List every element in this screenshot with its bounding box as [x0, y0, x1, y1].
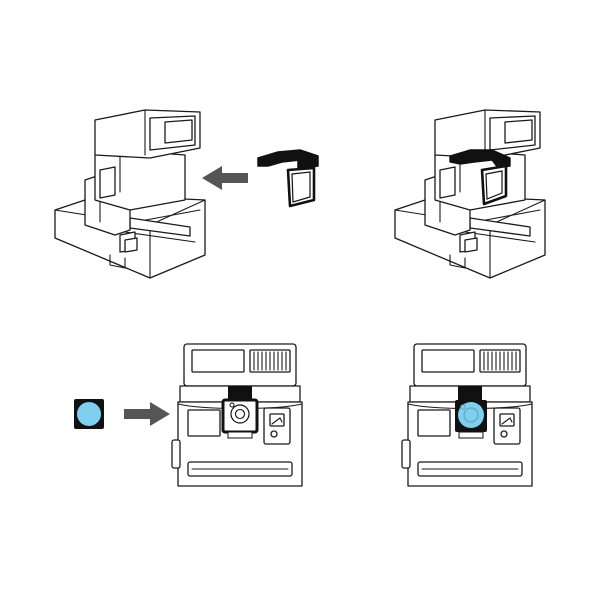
step-2-panel [394, 109, 546, 279]
camera-side-view-2 [394, 109, 546, 279]
step-1-panel [54, 109, 319, 279]
arrow-right-icon [124, 402, 170, 426]
blue-filter-detached [74, 399, 104, 429]
step-4-panel [401, 343, 533, 487]
mount-bracket-attached [449, 149, 511, 206]
mount-bracket-detached [257, 149, 319, 208]
step-3-panel [74, 343, 303, 487]
blue-filter-attached [455, 386, 487, 439]
camera-side-view-1 [54, 109, 206, 279]
lens-mount-bracket-1 [221, 386, 259, 439]
arrow-left-icon [202, 166, 248, 190]
